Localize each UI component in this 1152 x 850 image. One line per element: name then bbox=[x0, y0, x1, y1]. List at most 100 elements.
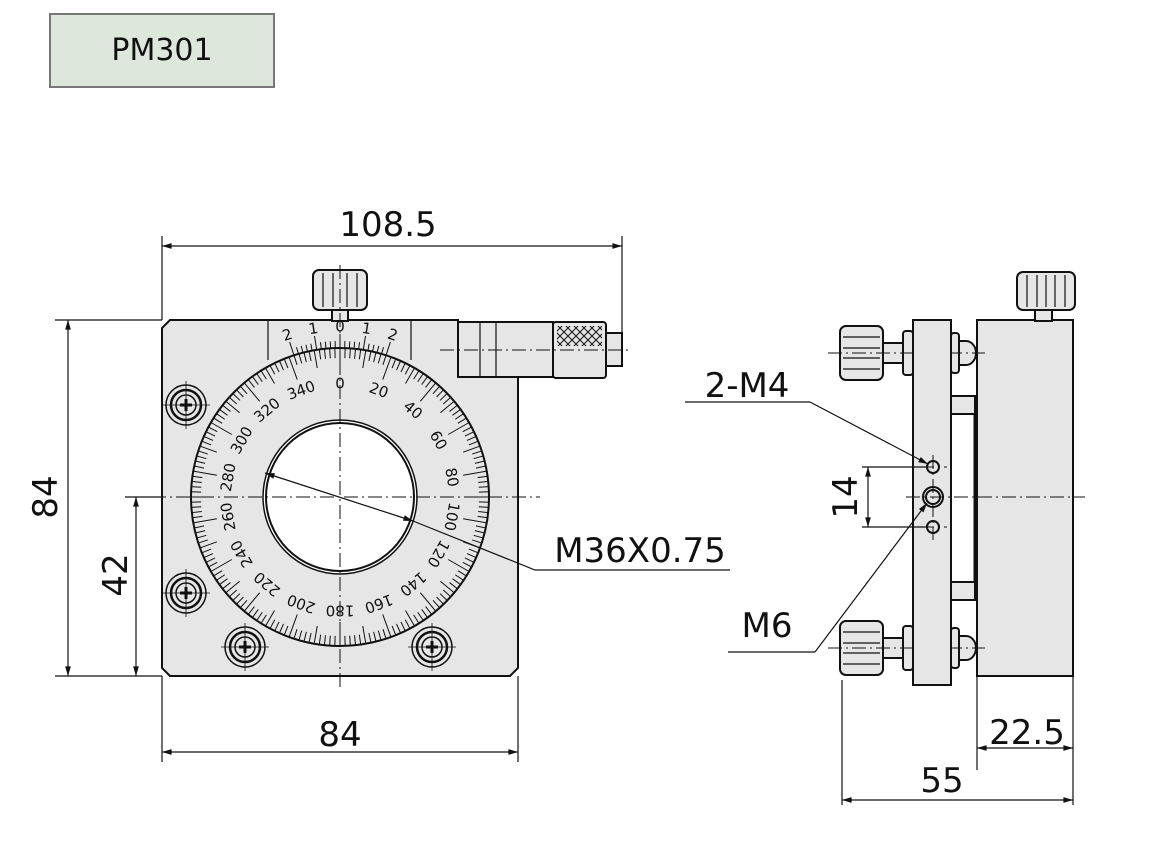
dial-tick bbox=[260, 370, 267, 380]
dial-tick bbox=[417, 611, 424, 621]
dial-tick bbox=[436, 596, 444, 605]
dial-tick bbox=[210, 422, 232, 435]
dial-tick bbox=[208, 426, 218, 433]
dial-tick bbox=[252, 609, 259, 618]
dial-tick bbox=[208, 561, 218, 568]
dial-tick bbox=[396, 360, 402, 371]
dial-tick bbox=[377, 630, 382, 641]
adjuster-knob bbox=[828, 325, 985, 381]
dial-tick bbox=[405, 610, 415, 627]
dial-tick bbox=[439, 593, 448, 601]
dial-tick bbox=[358, 634, 362, 645]
dial-tick bbox=[260, 614, 267, 624]
dial-tick bbox=[283, 625, 289, 636]
dial-tick bbox=[448, 559, 470, 572]
dial-tick bbox=[222, 582, 231, 590]
vernier-tick bbox=[381, 347, 385, 355]
dial-tick bbox=[474, 460, 485, 464]
dial-tick bbox=[196, 455, 207, 460]
dial-tick bbox=[213, 570, 223, 577]
dial-tick bbox=[463, 470, 487, 476]
dial-tick bbox=[228, 396, 238, 405]
dial-tick bbox=[323, 348, 326, 359]
dial-tick bbox=[216, 574, 226, 581]
dial-tick bbox=[442, 396, 452, 405]
dial-tick bbox=[478, 506, 489, 508]
dim-side-holes: 2-M4 bbox=[705, 366, 790, 406]
dial-label: 100 bbox=[440, 501, 463, 532]
vernier-tick bbox=[300, 345, 304, 353]
dial-tick bbox=[473, 455, 484, 460]
post bbox=[950, 395, 976, 415]
dial-tick bbox=[477, 515, 488, 519]
dial-tick bbox=[454, 413, 464, 420]
dial-tick bbox=[313, 350, 318, 369]
dial-tick bbox=[219, 578, 228, 585]
dial-tick bbox=[196, 534, 207, 539]
dial-tick bbox=[225, 580, 240, 594]
dial-tick bbox=[478, 486, 489, 488]
dim-height: 84 bbox=[26, 475, 66, 518]
vernier-tick bbox=[353, 341, 356, 349]
body bbox=[976, 319, 1074, 677]
dim-center-height: 42 bbox=[96, 553, 136, 596]
dial-tick bbox=[239, 385, 248, 395]
dim-overall-width: 108.5 bbox=[339, 205, 436, 245]
dial-tick bbox=[354, 635, 357, 646]
dial-tick bbox=[349, 348, 351, 359]
dial-tick bbox=[462, 561, 472, 568]
dial-tick bbox=[464, 431, 475, 437]
dial-tick bbox=[232, 593, 241, 601]
dial-tick bbox=[432, 599, 441, 609]
dial-tick bbox=[400, 362, 406, 373]
dim-total-depth: 55 bbox=[920, 761, 963, 801]
dial-label: 280 bbox=[217, 462, 240, 493]
dial-tick bbox=[473, 534, 484, 539]
dial-tick bbox=[362, 625, 367, 644]
dial-tick bbox=[396, 623, 402, 634]
dial-tick bbox=[457, 417, 467, 424]
dial-tick bbox=[382, 356, 392, 380]
vernier-tick bbox=[376, 345, 380, 353]
dial-tick bbox=[358, 349, 362, 360]
dial-tick bbox=[278, 623, 284, 634]
dial-tick bbox=[457, 570, 467, 577]
dial-tick bbox=[194, 465, 205, 469]
vernier-tick bbox=[305, 344, 308, 352]
dial-tick bbox=[198, 539, 208, 544]
dial-label: 0 bbox=[335, 375, 345, 393]
adjuster-knob bbox=[828, 620, 985, 676]
dial-tick bbox=[191, 480, 202, 483]
side-view: 2-M4 14 M6 22.5 55 bbox=[685, 271, 1085, 805]
dial-tick bbox=[194, 525, 205, 529]
dial-tick bbox=[198, 450, 208, 455]
dial-tick bbox=[193, 518, 217, 524]
vernier-tick bbox=[362, 335, 366, 350]
dial-tick bbox=[236, 596, 244, 605]
vernier-tick bbox=[372, 344, 375, 352]
dial-tick bbox=[419, 382, 437, 402]
dial-ticks bbox=[191, 348, 489, 646]
dim-hole-spacing: 14 bbox=[826, 475, 866, 518]
vernier-tick bbox=[358, 342, 361, 350]
dial-tick bbox=[362, 350, 367, 369]
dial-tick bbox=[452, 409, 461, 416]
dial-tick bbox=[439, 393, 448, 401]
dial-tick bbox=[265, 610, 275, 627]
dial-tick bbox=[303, 352, 307, 363]
vernier-tick bbox=[314, 335, 318, 350]
dial-tick bbox=[232, 393, 241, 401]
vernier-tick bbox=[319, 342, 322, 350]
dial-tick bbox=[425, 606, 433, 615]
dial-tick bbox=[210, 559, 232, 572]
dial-tick bbox=[449, 582, 458, 590]
dial-tick bbox=[419, 592, 437, 612]
dial-tick bbox=[474, 530, 485, 534]
dial-tick bbox=[382, 614, 392, 638]
dial-tick bbox=[452, 578, 461, 585]
dial-tick bbox=[193, 470, 217, 476]
dial-tick bbox=[191, 506, 202, 508]
dial-tick bbox=[219, 409, 228, 416]
dial-tick bbox=[382, 355, 387, 365]
